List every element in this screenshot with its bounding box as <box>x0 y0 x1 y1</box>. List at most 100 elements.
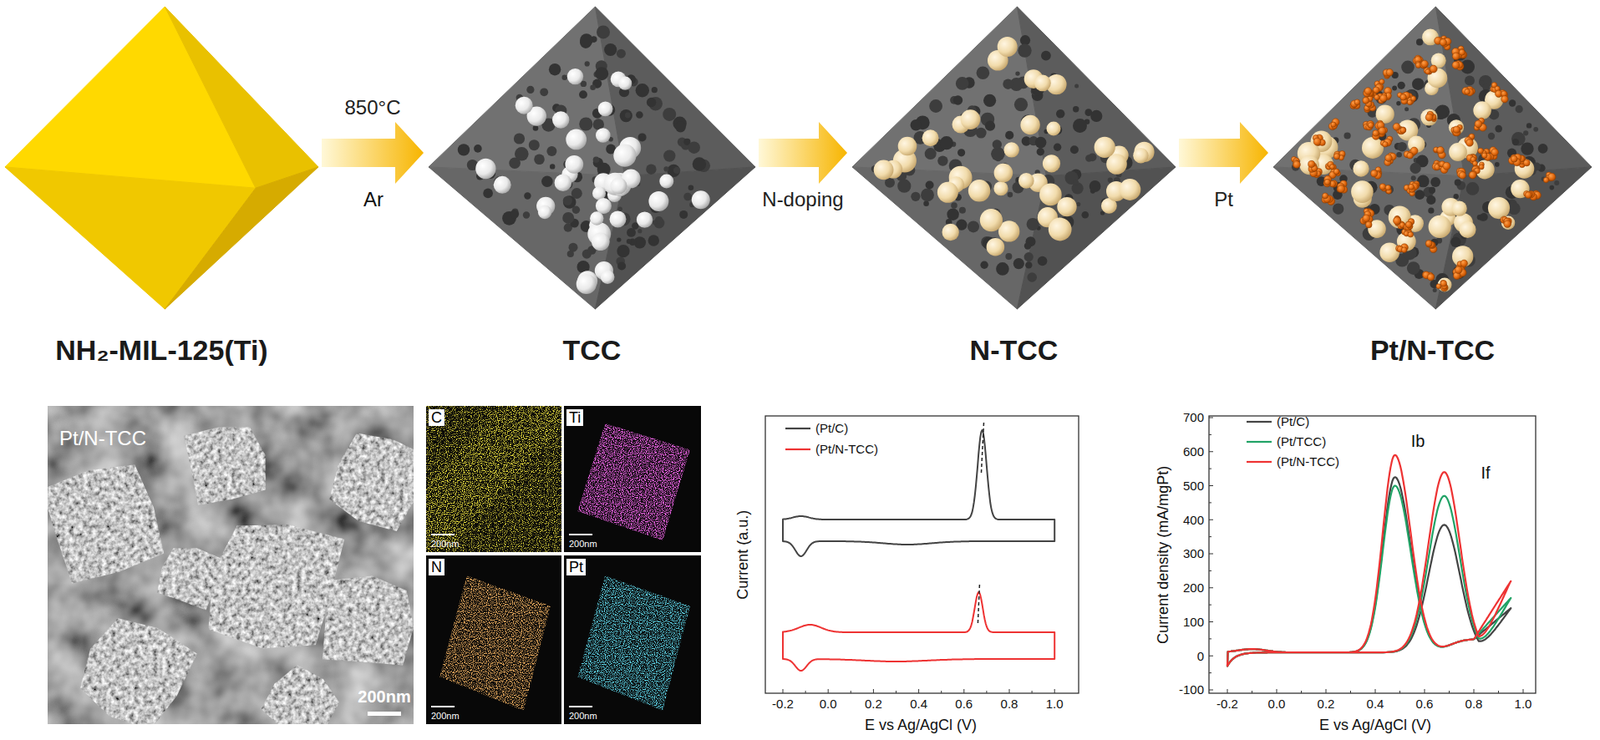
pt-cluster <box>1382 142 1389 148</box>
oxide-sphere <box>1448 142 1468 162</box>
axis-tick <box>1208 587 1214 589</box>
pore-hole <box>617 207 623 213</box>
pore-hole <box>1512 138 1519 146</box>
pore-hole <box>1414 189 1425 200</box>
pore-hole <box>1450 237 1461 248</box>
axis-tick <box>1208 417 1214 419</box>
pore-hole <box>548 63 561 76</box>
oxide-sphere <box>609 210 627 228</box>
pore-hole <box>920 188 935 203</box>
pore-hole <box>1344 132 1352 139</box>
pt-cluster <box>1425 240 1433 248</box>
oxide-sphere <box>659 174 674 189</box>
tick-label: 600 <box>1183 444 1204 459</box>
pore-hole <box>1333 203 1343 214</box>
pore-hole <box>626 238 632 244</box>
pore-hole <box>910 119 923 132</box>
pt-cluster <box>1543 177 1549 183</box>
stage-node: Pt/N-TCC <box>1273 5 1592 377</box>
axis-tick <box>1523 689 1524 694</box>
pore-hole <box>1511 132 1526 147</box>
pt-cluster <box>1503 220 1512 229</box>
pt-cluster <box>1524 192 1532 199</box>
oxide-sphere <box>591 233 610 252</box>
eds-map <box>426 406 562 553</box>
oxide-sphere <box>598 101 614 117</box>
pore-hole <box>1523 130 1529 136</box>
pore-hole <box>1041 50 1052 61</box>
tick-label: 1.0 <box>1046 696 1064 712</box>
pore-hole <box>995 262 1010 276</box>
oxide-sphere <box>960 109 981 130</box>
pt-cluster <box>1425 113 1433 122</box>
oxide-sphere <box>1361 137 1384 159</box>
pore-hole <box>619 109 633 122</box>
tick-label: 200nm <box>431 538 460 550</box>
pore-hole <box>1412 77 1425 91</box>
pore-hole <box>1089 180 1102 193</box>
text-label: N <box>428 558 445 577</box>
oxide-sphere <box>691 190 711 209</box>
pore-hole <box>1391 86 1397 92</box>
pore-hole <box>663 166 669 172</box>
oxide-sphere <box>613 144 636 168</box>
oxide-sphere <box>1488 197 1510 219</box>
axis-tick <box>1325 689 1327 694</box>
pt-cluster <box>1379 79 1385 85</box>
tick-label: -0.2 <box>772 696 794 712</box>
pore-hole <box>1037 256 1048 267</box>
pt-cluster <box>1452 126 1460 133</box>
axis-tick <box>1208 672 1212 674</box>
pt-cluster <box>1510 155 1518 163</box>
pt-cluster <box>1468 171 1477 179</box>
text-label: C <box>428 409 445 427</box>
process-arrow <box>758 121 848 184</box>
pore-hole <box>1088 152 1098 162</box>
pt-cluster <box>1440 280 1448 288</box>
oxide-sphere <box>1106 153 1128 175</box>
axis-tick <box>1375 689 1377 694</box>
pt-cluster <box>1458 49 1465 56</box>
pore-hole <box>955 76 970 91</box>
pore-hole <box>579 116 593 131</box>
tick-label: 0.0 <box>819 696 838 712</box>
process-arrow <box>1178 121 1269 184</box>
oxide-sphere <box>980 208 1003 232</box>
axis-tick <box>1227 689 1229 694</box>
pore-hole <box>549 163 555 169</box>
pore-hole <box>482 188 493 199</box>
pore-hole <box>1026 272 1037 283</box>
pore-hole <box>1554 180 1560 186</box>
pore-hole <box>523 211 530 219</box>
oxide-sphere <box>1119 178 1142 201</box>
oxide-sphere <box>1379 242 1400 263</box>
octahedron-face <box>852 167 1047 310</box>
pore-hole <box>950 202 958 209</box>
axis-tick <box>1208 468 1212 470</box>
eds-map <box>563 406 701 553</box>
pore-hole <box>1464 76 1475 87</box>
pt-cluster <box>1464 88 1471 95</box>
tick-label: 0.8 <box>1000 696 1019 712</box>
arrow-label: Pt <box>1213 187 1234 212</box>
text-label: Ar <box>363 187 384 212</box>
eds-speckle <box>563 406 701 553</box>
oxide-sphere <box>538 205 552 219</box>
octahedron-face <box>594 167 756 310</box>
pt-cluster <box>1365 221 1372 229</box>
pore-hole <box>651 86 658 93</box>
pt-cluster <box>1436 284 1442 290</box>
axis-tick <box>827 689 829 694</box>
sem-particle <box>80 618 198 725</box>
pore-hole <box>1072 106 1079 112</box>
pore-hole <box>645 164 656 175</box>
pore-hole <box>528 139 540 151</box>
pore-hole <box>638 132 647 142</box>
pt-cluster <box>1379 94 1387 102</box>
eds-map <box>426 555 562 725</box>
oxide-sphere <box>609 177 627 195</box>
pore-hole <box>514 147 529 162</box>
pore-hole <box>1107 177 1113 183</box>
pore-hole <box>959 207 966 214</box>
pore-hole <box>1007 192 1014 199</box>
